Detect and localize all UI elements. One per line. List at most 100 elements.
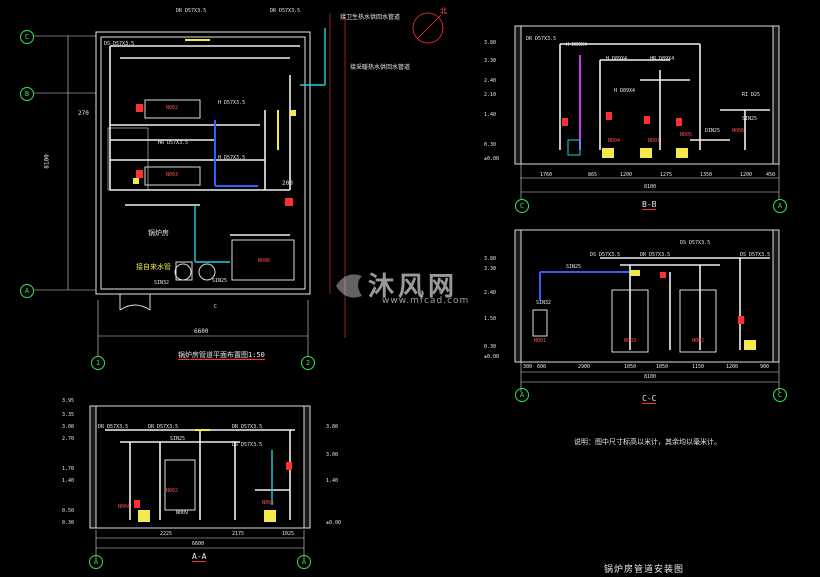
aa-dim-2: 1025 — [282, 531, 295, 537]
aa-elev-7: 0.30 — [62, 520, 75, 526]
aa-elev-r3: ±0.00 — [326, 520, 342, 526]
bb-label-3: HR D89X4 — [650, 56, 675, 62]
aa-label-5: N002 — [166, 488, 179, 494]
cc-dim-1: 600 — [537, 364, 547, 370]
bb-label-8: N006 — [732, 128, 745, 134]
bb-grid-left: C — [515, 199, 529, 213]
aa-label-7: N009 — [176, 510, 189, 516]
cc-label-2: DS D57X3.5 — [590, 252, 621, 258]
section-cc-linework — [514, 229, 780, 392]
watermark-brand: 沐风网 — [368, 272, 459, 302]
watermark-url: www.mfcad.com — [382, 296, 470, 306]
cc-dim-total: 8100 — [644, 374, 657, 380]
plan-label-sin2: SIN25 — [212, 278, 228, 284]
aa-elev-6: 0.50 — [62, 508, 75, 514]
aa-label-6: N004 — [118, 504, 131, 510]
bb-label-6: SIN25 — [742, 116, 758, 122]
aa-dim-1: 2175 — [232, 531, 245, 537]
bb-label-10: N007 — [648, 138, 661, 144]
grid-bubble-1: 1 — [91, 356, 105, 370]
bb-title: B-B — [642, 200, 657, 210]
plan-label-dr2: DR D57X3.5 — [270, 8, 301, 14]
cc-label-7: N002 — [692, 338, 705, 344]
cc-label-1: DR D57X3.5 — [640, 252, 671, 258]
cc-grid-right: C — [773, 388, 787, 402]
aa-elev-3: 2.70 — [62, 436, 75, 442]
bb-title-text: B-B — [642, 200, 657, 210]
bb-elev-2: 2.40 — [484, 78, 497, 84]
section-aa-linework — [89, 405, 311, 560]
plan-note-mid: 接采暖热水供回水管道 — [350, 64, 411, 71]
cc-elev-4: 0.30 — [484, 344, 497, 350]
plan-dim-200: 200 — [282, 180, 293, 187]
plan-linework — [34, 12, 444, 356]
plan-room-label: 锅炉房 — [148, 229, 169, 237]
cc-label-6: N003 — [624, 338, 637, 344]
cc-label-3: DS D57X3.5 — [740, 252, 771, 258]
bb-elev-1: 3.30 — [484, 58, 497, 64]
cc-label-8: N001 — [534, 338, 547, 344]
bb-label-4: H D89X4 — [614, 88, 636, 94]
cc-dim-6: 1200 — [726, 364, 739, 370]
aa-elev-r2: 1.40 — [326, 478, 339, 484]
aa-grid-left: A — [89, 555, 103, 569]
plan-label-n3: N006 — [258, 258, 271, 264]
bb-dim-total: 8100 — [644, 184, 657, 190]
plan-label-n1: N002 — [166, 105, 179, 111]
grid-bubble-2: 2 — [301, 356, 315, 370]
north-label: 北 — [440, 7, 447, 15]
aa-elev-r1: 3.00 — [326, 452, 339, 458]
bb-dim-6: 450 — [766, 172, 776, 178]
aa-elev-5: 1.40 — [62, 478, 75, 484]
cc-elev-2: 2.40 — [484, 290, 497, 296]
plan-label-ds1: DS D57X3.5 — [104, 41, 135, 47]
aa-grid-right: A — [297, 555, 311, 569]
bb-label-5: RI D25 — [742, 92, 761, 98]
aa-dim-0: 2225 — [160, 531, 173, 537]
plan-dim-width: 6600 — [194, 328, 209, 335]
bb-dim-5: 1200 — [740, 172, 753, 178]
plan-label-n2: N003 — [166, 172, 179, 178]
aa-elev-r0: 3.80 — [326, 424, 339, 430]
aa-title-text: A-A — [192, 552, 207, 562]
drawing-title: 锅炉房管道安装图 — [604, 565, 685, 575]
grid-bubble-c: C — [20, 30, 34, 44]
bb-elev-5: 0.30 — [484, 142, 497, 148]
plan-note-top: 接卫生热水供回水管道 — [340, 14, 401, 21]
cc-label-0: DS D57X3.5 — [680, 240, 711, 246]
cc-dim-7: 900 — [760, 364, 770, 370]
cc-dim-5: 1150 — [692, 364, 705, 370]
cc-dim-2: 2900 — [578, 364, 591, 370]
bb-dim-2: 1200 — [620, 172, 633, 178]
aa-label-4: DS D57X3.5 — [232, 442, 263, 448]
cc-title-text: C-C — [642, 394, 657, 404]
bb-label-1: H D89X4 — [566, 42, 588, 48]
aa-elev-4: 1.70 — [62, 466, 75, 472]
bb-label-11: N005 — [680, 132, 693, 138]
cc-elev-1: 3.30 — [484, 266, 497, 272]
aa-label-2: SIN25 — [170, 436, 186, 442]
cc-label-4: SIN25 — [566, 264, 582, 270]
bb-label-9: N004 — [608, 138, 621, 144]
watermark-logo-icon — [336, 274, 362, 298]
bb-grid-right: A — [773, 199, 787, 213]
plan-label-h1: H D57X3.5 — [218, 100, 246, 106]
plan-label-h2: H D57X3.5 — [218, 155, 246, 161]
bb-elev-0: 3.80 — [484, 40, 497, 46]
bb-elev-3: 2.10 — [484, 92, 497, 98]
cc-grid-left: A — [515, 388, 529, 402]
cc-dim-0: 300 — [523, 364, 533, 370]
plan-label-hr1: HR D57X3.5 — [158, 140, 189, 146]
aa-label-8: N005 — [262, 500, 275, 506]
bb-label-7: DIN25 — [705, 128, 721, 134]
plan-cut-mark: C — [214, 304, 218, 310]
bb-dim-3: 1275 — [660, 172, 673, 178]
cc-dim-3: 1050 — [624, 364, 637, 370]
aa-elev-2: 3.00 — [62, 424, 75, 430]
bb-elev-4: 1.40 — [484, 112, 497, 118]
drawing-note: 说明：图中尺寸标高以米计，其余均以毫米计。 — [574, 438, 721, 446]
aa-elev-1: 3.35 — [62, 412, 75, 418]
plan-title: 锅炉房管道平面布置图1:50 — [178, 350, 265, 360]
cc-title: C-C — [642, 394, 657, 404]
